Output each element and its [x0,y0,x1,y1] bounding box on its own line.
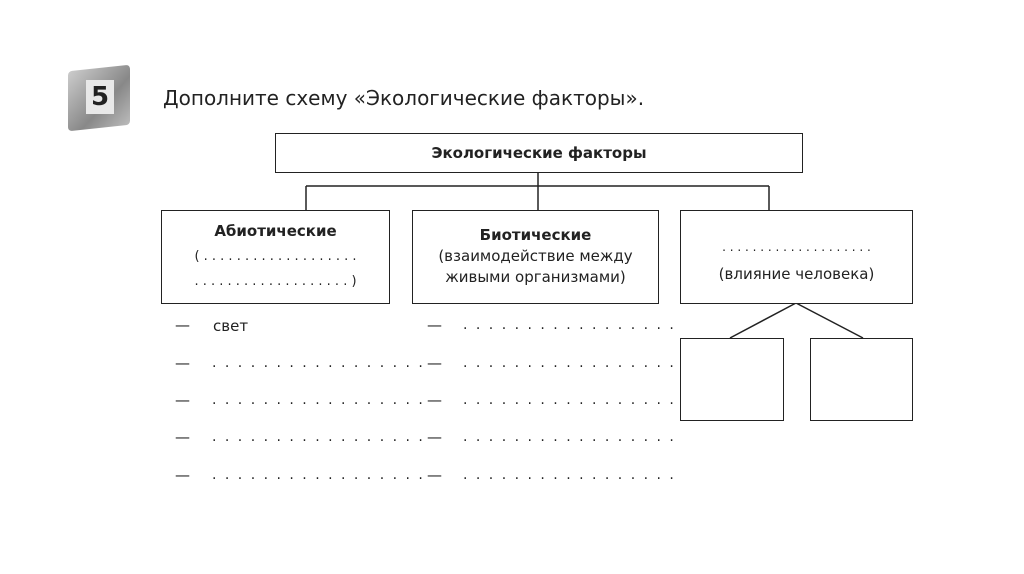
abiotic-blank-2[interactable]: . . . . . . . . . . . . . . . . . . . ) [194,274,357,289]
biotic-desc-2: живыми организмами) [445,268,626,286]
abiotic-title: Абиотические [214,222,337,240]
list-item-blank[interactable]: . . . . . . . . . . . . . . . . . [463,317,676,333]
list-item: свет [213,317,249,335]
list-dash: — [175,428,190,446]
abiotic-box: Абиотические ( . . . . . . . . . . . . .… [161,210,390,304]
list-dash: — [175,354,190,372]
list-item-blank[interactable]: . . . . . . . . . . . . . . . . . [463,355,676,371]
list-item-blank[interactable]: . . . . . . . . . . . . . . . . . [463,429,676,445]
list-item-blank[interactable]: . . . . . . . . . . . . . . . . . [463,392,676,408]
list-item-blank[interactable]: . . . . . . . . . . . . . . . . . [463,467,676,483]
abiotic-blank-1[interactable]: ( . . . . . . . . . . . . . . . . . . . [194,249,357,264]
list-item-blank[interactable]: . . . . . . . . . . . . . . . . . [212,355,425,371]
root-box: Экологические факторы [275,133,803,173]
list-item-blank[interactable]: . . . . . . . . . . . . . . . . . [212,429,425,445]
task-number: 5 [86,80,114,114]
task-instruction: Дополните схему «Экологические факторы». [163,86,645,110]
list-item-blank[interactable]: . . . . . . . . . . . . . . . . . [212,467,425,483]
list-dash: — [175,316,190,334]
list-dash: — [427,428,442,446]
anthropogenic-sub-box-1[interactable] [680,338,784,421]
list-dash: — [175,466,190,484]
anthropogenic-sub-box-2[interactable] [810,338,913,421]
biotic-desc-1: (взаимодействие между [438,247,633,265]
biotic-box: Биотические (взаимодействие между живыми… [412,210,659,304]
list-item-blank[interactable]: . . . . . . . . . . . . . . . . . [212,392,425,408]
list-dash: — [175,391,190,409]
list-dash: — [427,354,442,372]
biotic-title: Биотические [479,226,592,244]
anthropogenic-blank[interactable]: . . . . . . . . . . . . . . . . . . . . [722,240,871,254]
list-dash: — [427,466,442,484]
list-dash: — [427,391,442,409]
anthropogenic-box: . . . . . . . . . . . . . . . . . . . . … [680,210,913,304]
root-label: Экологические факторы [431,144,647,162]
anthropogenic-subtitle: (влияние человека) [718,265,875,283]
list-dash: — [427,316,442,334]
